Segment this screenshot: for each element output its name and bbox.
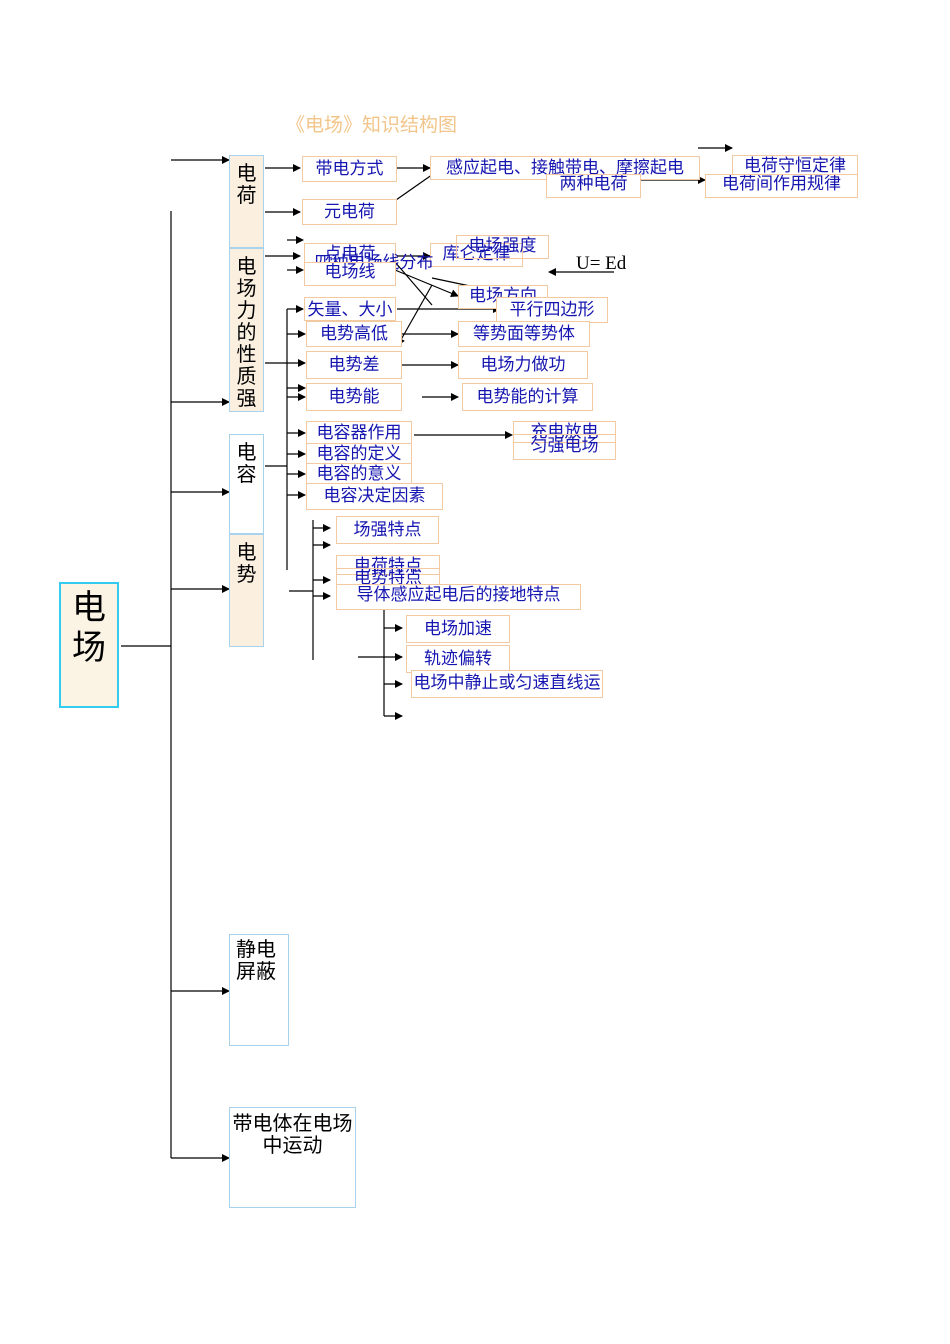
- node-static-motion: 电场中静止或匀速直线运动: [411, 670, 603, 698]
- category-capacitor: 电容: [229, 434, 264, 534]
- node-conservation: 电荷守恒定律: [732, 155, 858, 177]
- category-shielding: 静电屏蔽: [229, 934, 289, 1046]
- category-potential: 电势: [229, 534, 264, 647]
- link-line-cross-a: [394, 261, 433, 306]
- node-capacitor-factors: 电容决定因素: [306, 483, 443, 510]
- node-deflection: 轨迹偏转: [406, 645, 510, 673]
- category-force-nature: 电场力的性质强: [229, 248, 264, 412]
- node-potential-level: 电势高低: [306, 321, 402, 347]
- node-charge-feature: 电荷特点: [336, 555, 440, 575]
- category-motion: 带电体在电场中运动: [229, 1107, 356, 1208]
- node-uniform-field: 匀强电场: [513, 434, 616, 460]
- node-capacitor-definition: 电容的定义: [306, 443, 412, 465]
- node-vector-magnitude: 矢量、大小: [304, 297, 396, 321]
- category-charge: 电荷: [229, 155, 264, 248]
- node-field-work: 电场力做功: [458, 351, 588, 379]
- root-label: 电场: [72, 588, 106, 668]
- arrow-line-cross-b: [397, 284, 433, 346]
- node-field-feature: 场强特点: [336, 516, 439, 544]
- node-charging-methods: 带电方式: [302, 156, 397, 182]
- diagram-title: 《电场》知识结构图: [286, 114, 458, 136]
- node-potential-difference: 电势差: [306, 351, 402, 379]
- root-node: 电场: [59, 582, 119, 708]
- formula-label: U= Ed: [576, 253, 627, 274]
- link-two-charges: [395, 171, 437, 201]
- node-equipotential: 等势面等势体: [458, 321, 590, 347]
- node-two-charges: 两种电荷: [546, 174, 641, 198]
- node-field-line: 电场线: [304, 262, 396, 286]
- node-field-strength: 电场强度: [456, 235, 549, 259]
- node-acceleration: 电场加速: [406, 615, 510, 643]
- node-elementary-charge: 元电荷: [302, 199, 397, 225]
- node-coulomb-law: 库仑定律: [430, 243, 523, 267]
- node-potential-energy: 电势能: [306, 383, 402, 411]
- link-direction-vector: [431, 277, 471, 287]
- node-capacitor-function: 电容器作用: [306, 421, 412, 445]
- node-charge-discharge: 充电放电: [513, 421, 616, 443]
- node-pe-calculation: 电势能的计算: [462, 383, 593, 411]
- node-grounding-feature: 导体感应起电后的接地特点: [336, 584, 581, 610]
- node-parallelogram: 平行四边形: [496, 297, 608, 323]
- node-charging-types: 感应起电、接触带电、摩擦起电: [430, 156, 700, 180]
- node-point-charge: 点电荷: [304, 243, 396, 263]
- node-interaction-law: 电荷间作用规律: [705, 174, 858, 198]
